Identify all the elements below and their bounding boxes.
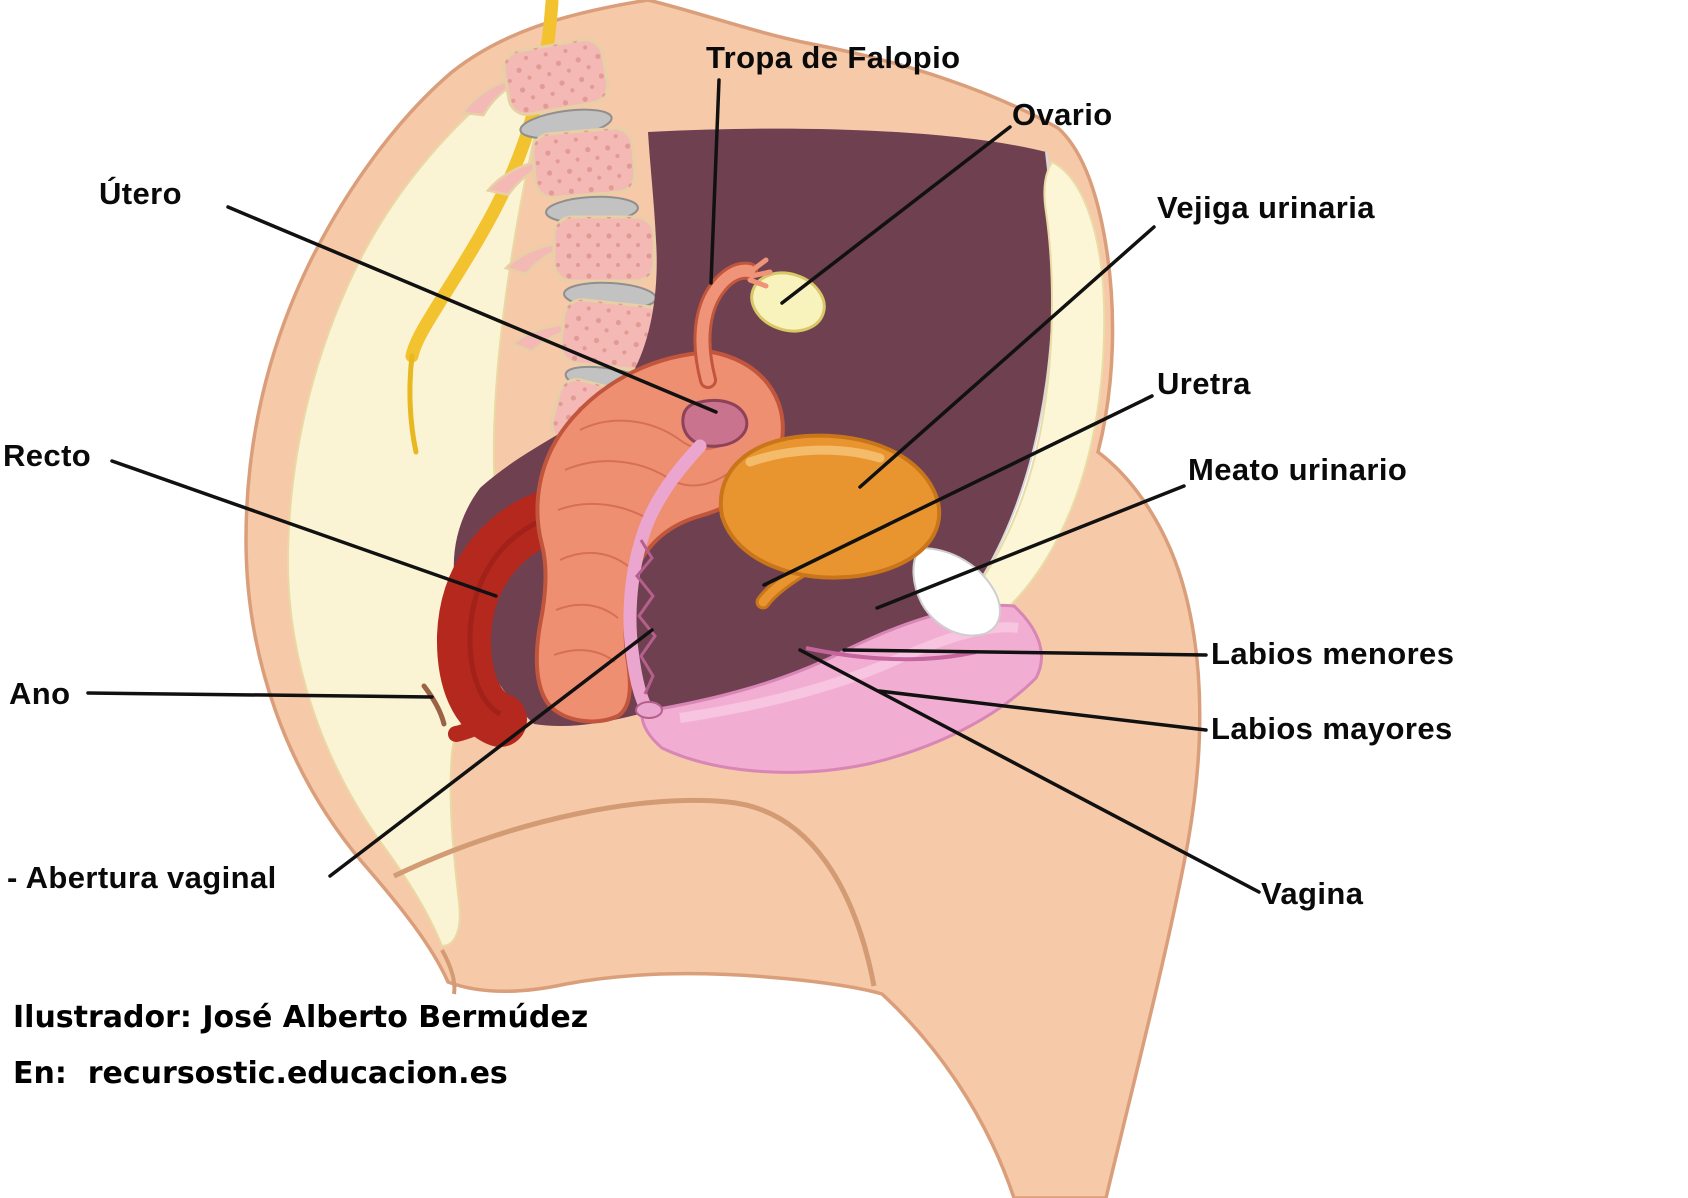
leader-anus <box>86 691 434 699</box>
label-ovary: Ovario <box>1012 97 1113 132</box>
label-urinary-meatus: Meato urinario <box>1188 452 1408 487</box>
label-labia-majora: Labios mayores <box>1211 711 1453 746</box>
leader-bladder <box>858 225 1156 489</box>
leader-rectum <box>110 459 498 598</box>
tube-fill <box>696 264 755 386</box>
leader-vaginal-opening <box>328 628 654 878</box>
label-vagina: Vagina <box>1261 876 1364 911</box>
labia-crescent <box>640 603 1043 774</box>
credit-source: En: recursostic.educacion.es <box>13 1056 508 1091</box>
rectum-inner-line <box>467 515 549 717</box>
back-cream-shape <box>286 39 562 948</box>
anal-canal <box>448 710 506 742</box>
labia-fold-line <box>805 646 977 662</box>
leader-labia-majora <box>877 689 1208 732</box>
anus-mark <box>421 683 447 727</box>
leader-meatus <box>875 484 1186 610</box>
label-fallopian-tube: Tropa de Falopio <box>706 40 961 75</box>
bladder-highlight <box>745 445 885 467</box>
vaginal-opening-shape <box>635 701 663 719</box>
rectum-shape <box>436 489 577 747</box>
spinal-cord-tail <box>407 353 419 455</box>
leader-ovary <box>780 125 1012 305</box>
buttock-crease <box>440 949 457 995</box>
skin-creases <box>392 683 877 995</box>
label-urinary-bladder: Vejiga urinaria <box>1157 190 1375 225</box>
label-rectum: Recto <box>3 438 92 473</box>
fallopian-tube-shape <box>693 257 826 389</box>
vertebra <box>510 298 665 372</box>
vaginal-canal <box>623 439 707 715</box>
thigh-crease <box>392 797 877 987</box>
leader-urethra <box>762 394 1154 587</box>
label-urethra: Uretra <box>1157 366 1251 401</box>
vertebra <box>485 126 637 200</box>
fimbriae <box>747 257 773 289</box>
label-anus: Ano <box>9 676 71 711</box>
vertebra <box>460 38 610 117</box>
credit-illustrator: Ilustrador: José Alberto Bermúdez <box>13 1000 589 1035</box>
leader-fallopian-tube <box>709 78 721 285</box>
label-vaginal-opening: - Abertura vaginal <box>7 860 277 895</box>
leader-labia-minora <box>842 648 1208 657</box>
ovary-shape <box>750 271 826 333</box>
bone-cream-region <box>286 39 562 948</box>
leader-lines <box>86 78 1261 894</box>
label-labia-minora: Labios menores <box>1211 636 1455 671</box>
uterine-cavity <box>681 399 749 448</box>
label-uterus: Útero <box>99 176 182 211</box>
uterus-shape <box>534 349 785 724</box>
vertebra <box>503 215 656 283</box>
bladder-shape <box>718 433 942 610</box>
leader-uterus <box>226 205 718 414</box>
leader-vagina <box>798 648 1261 894</box>
vaginal-rugae <box>635 539 657 695</box>
